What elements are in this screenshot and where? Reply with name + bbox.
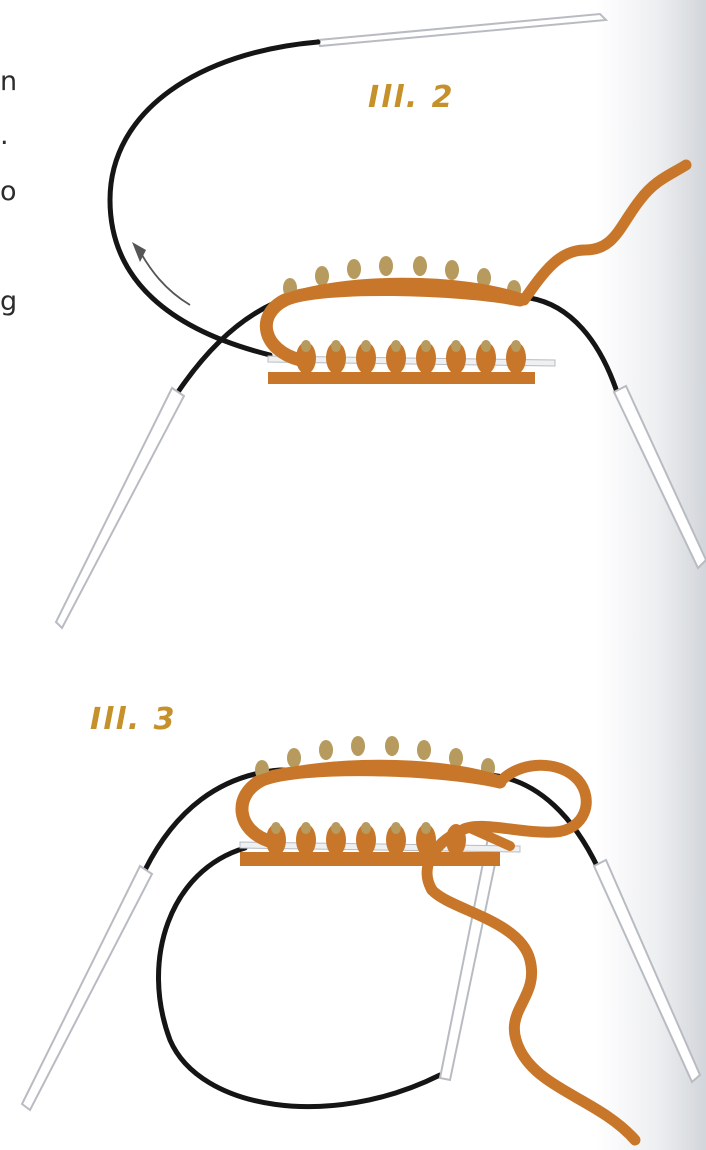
needle-right xyxy=(614,386,706,568)
edge-text-3: o xyxy=(0,178,17,205)
edge-text-2: . xyxy=(0,122,9,149)
needle-left-3 xyxy=(22,866,152,1110)
needle-inner-3 xyxy=(440,838,500,1080)
needle-top xyxy=(318,14,606,46)
needle-left xyxy=(56,388,184,628)
needle-right-3 xyxy=(594,860,700,1082)
edge-text-1: n xyxy=(0,68,17,95)
illustration-3 xyxy=(22,736,700,1140)
yarn-tail xyxy=(524,165,686,300)
cable-loop-3 xyxy=(159,848,440,1107)
direction-arrow xyxy=(138,248,190,305)
edge-text-4: g xyxy=(0,288,17,315)
figure-label-2: Ill. 2 xyxy=(368,80,454,115)
figure-label-3: Ill. 3 xyxy=(90,702,176,737)
cable-loop xyxy=(110,42,318,355)
stitch-knots-bottom-3 xyxy=(271,822,431,834)
stitch-knots-bottom xyxy=(301,340,521,352)
